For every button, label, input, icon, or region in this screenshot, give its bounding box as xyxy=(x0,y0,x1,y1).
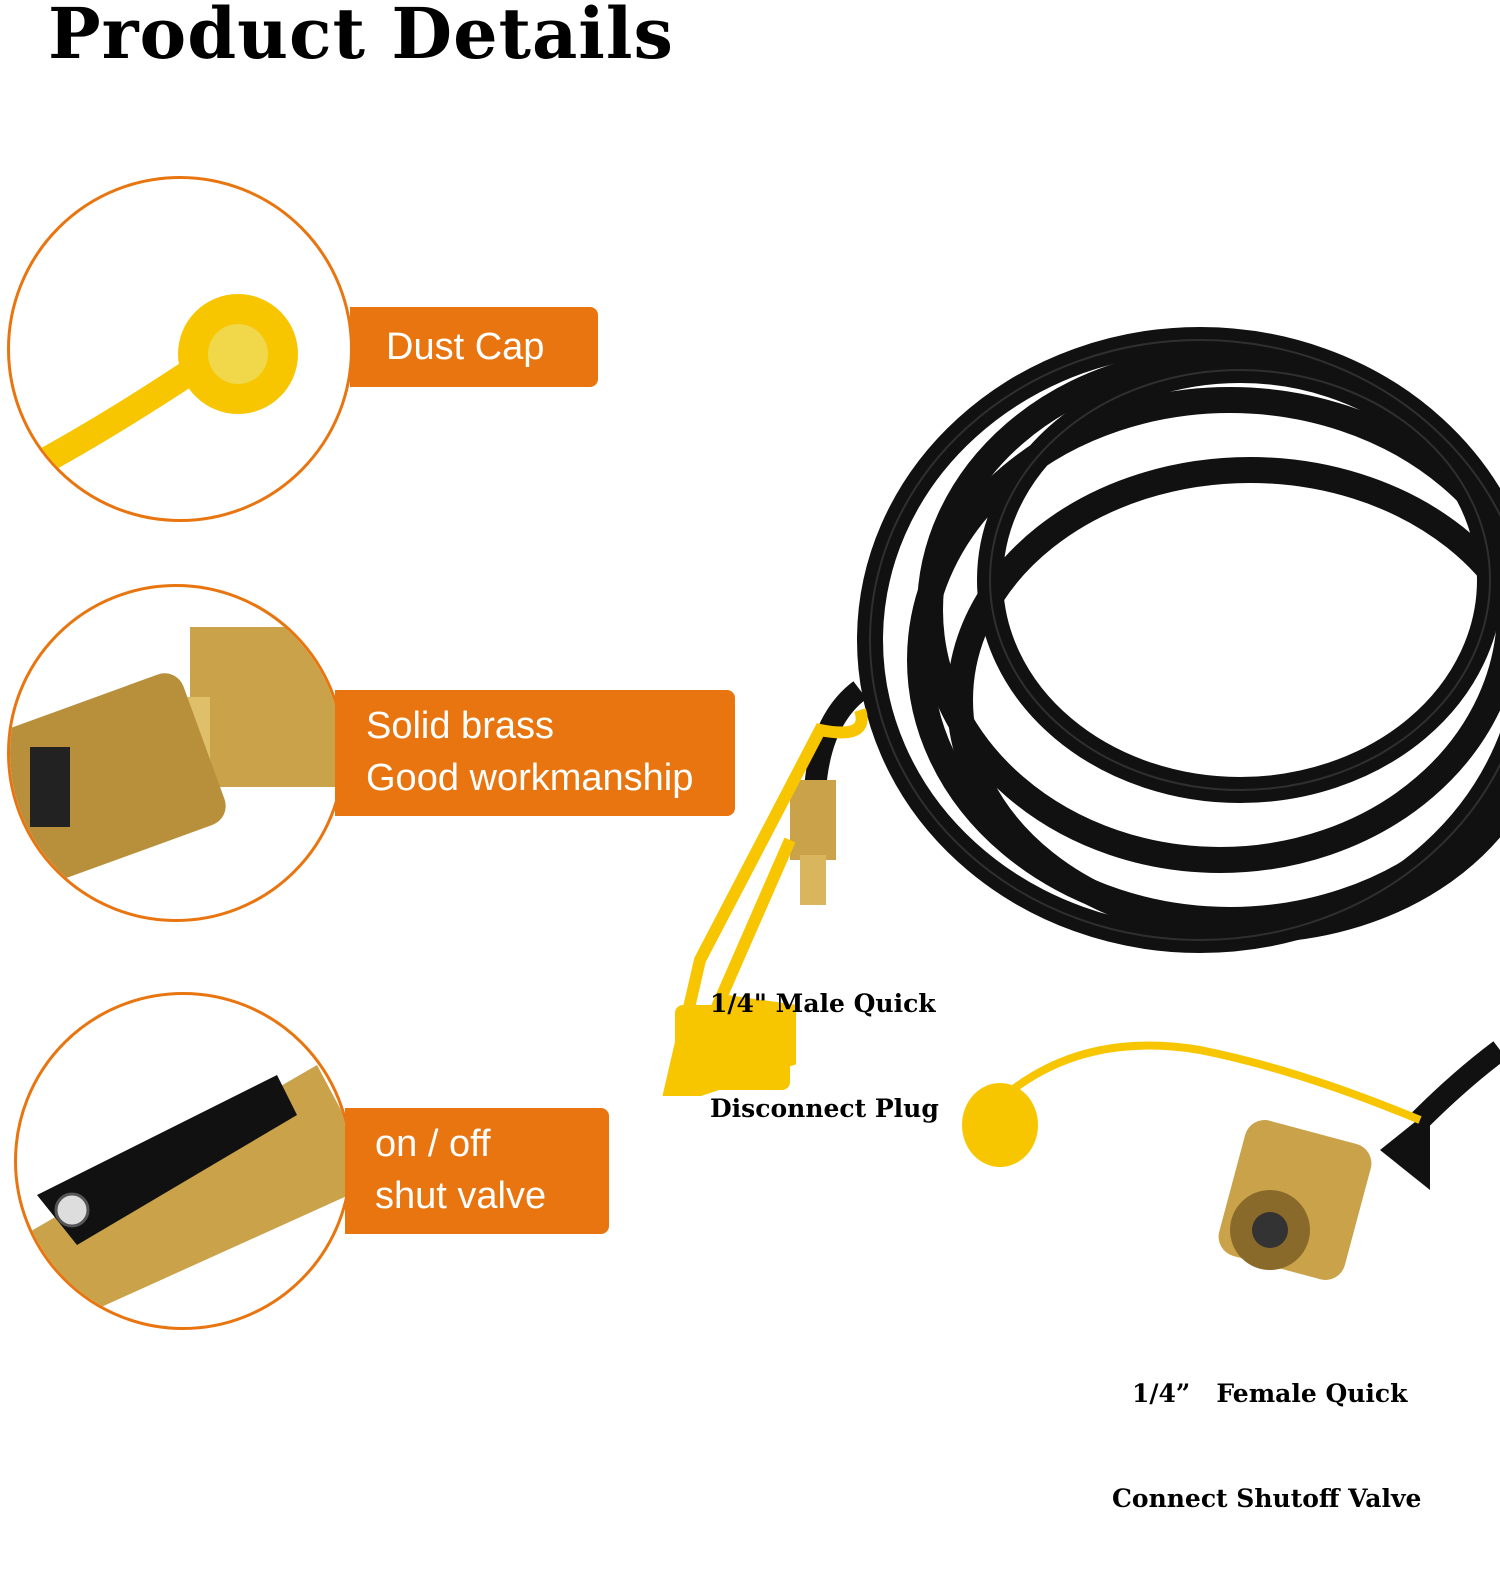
feature-label-brass: Solid brass Good workmanship xyxy=(335,690,735,816)
caption-male-plug: 1/4" Male Quick Disconnect Plug xyxy=(710,916,939,1196)
dust-cap-icon xyxy=(10,294,298,491)
label-text: Solid brass xyxy=(366,705,554,747)
detail-circle-valve xyxy=(14,992,352,1330)
shutoff-valve-icon xyxy=(17,1065,349,1327)
label-text: shut valve xyxy=(375,1175,547,1217)
detail-circle-brass xyxy=(7,584,345,922)
brass-fitting-icon xyxy=(10,627,340,881)
caption-female-valve: 1/4” Female Quick Connect Shutoff Valve xyxy=(1112,1306,1421,1586)
male-plug-fitting xyxy=(790,780,836,860)
caption-line: Disconnect Plug xyxy=(710,1094,939,1123)
product-details-infographic: Product Details Dus xyxy=(7,0,1500,1513)
label-text: on / off xyxy=(375,1123,491,1165)
hose-illustration xyxy=(662,327,1500,1280)
feature-label-dust-cap: Dust Cap xyxy=(350,307,598,387)
caption-line: Connect Shutoff Valve xyxy=(1112,1484,1422,1513)
page-title: Product Details xyxy=(48,0,674,75)
caption-line: 1/4” Female Quick xyxy=(1132,1379,1408,1408)
detail-circle-dust-cap xyxy=(7,176,353,522)
caption-line: 1/4" Male Quick xyxy=(710,989,936,1018)
label-text: Dust Cap xyxy=(386,326,545,368)
valve-handle xyxy=(1380,1110,1430,1190)
label-text: Good workmanship xyxy=(366,757,694,799)
hose-coil-ring xyxy=(947,457,1500,943)
feature-label-valve: on / off shut valve xyxy=(345,1108,609,1234)
female-dust-cap xyxy=(962,1083,1038,1167)
